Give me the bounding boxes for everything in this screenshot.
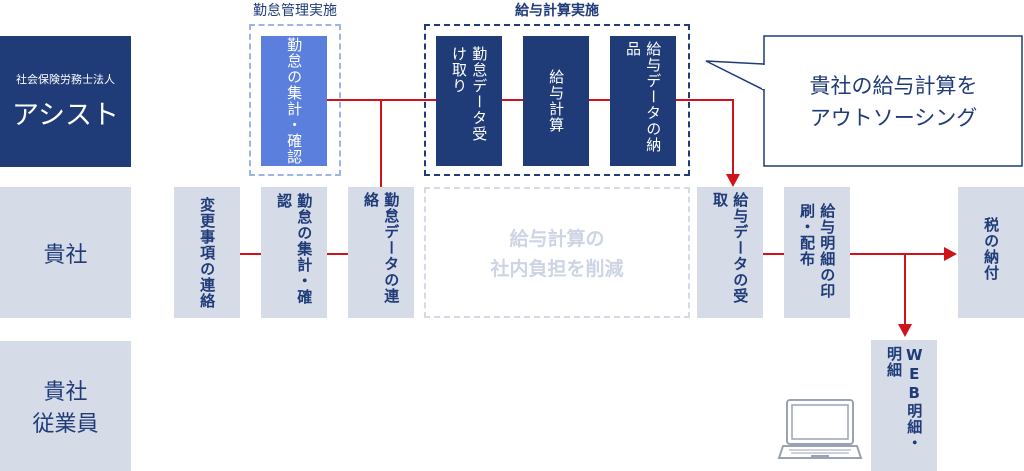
connector-check-to-send [326, 253, 349, 255]
reduced-burden-line1: 給与計算の [509, 228, 605, 250]
group-payroll-label: 給与計算実施 [515, 3, 599, 19]
callout-line2: アウトソーシング [809, 106, 978, 130]
lane-client: 貴社 [0, 187, 131, 318]
step-receive-payroll-label: 給与データの受取 [711, 191, 750, 304]
step-change-notice: 変更事項の連絡 [174, 187, 240, 318]
step-send-attendance: 勤怠データの連絡 [348, 187, 414, 318]
step-assist-attendance-check: 勤怠の集計・確認 [261, 36, 327, 166]
arrow-right-to-tax [944, 247, 957, 261]
arrow-down-to-web-slips [898, 324, 912, 337]
lane-assist: 社会保険労務士法人 アシスト [0, 36, 131, 167]
connector-print-to-tax [849, 253, 945, 255]
connector-receive-to-print [762, 253, 785, 255]
lane-employees-line2: 従業員 [32, 412, 99, 437]
step-receive-attendance-label: 勤怠データ受け取り [450, 46, 489, 142]
step-assist-attendance-check-label: 勤怠の集計・確認 [285, 37, 304, 165]
group-attendance-frame [249, 24, 341, 176]
step-change-notice-label: 変更事項の連絡 [198, 196, 217, 309]
lane-employees-line1: 貴社 [43, 380, 88, 405]
step-tax-payment: 税の納付 [958, 187, 1024, 318]
connector-change-to-check [239, 253, 262, 255]
arrow-down-to-receive [726, 174, 740, 187]
connector-deliver-down [732, 99, 734, 176]
step-receive-payroll: 給与データの受取 [697, 187, 763, 318]
step-deliver-payroll: 給与データの納品 [610, 36, 676, 166]
connector-to-send-attendance [380, 99, 382, 187]
step-send-attendance-label: 勤怠データの連絡 [362, 191, 401, 304]
callout-bubble [705, 35, 1023, 167]
step-web-slips-label: WEB明細・明細 [885, 345, 924, 451]
laptop-icon [777, 399, 863, 459]
step-print-slips-label: 給与明細の印刷・配布 [798, 202, 837, 299]
step-payroll-calc: 給与計算 [523, 36, 589, 166]
step-client-attendance-check: 勤怠の集計・確認 [261, 187, 327, 318]
step-receive-attendance: 勤怠データ受け取り [436, 36, 502, 166]
group-attendance-label: 勤怠管理実施 [253, 3, 337, 19]
group-payroll-frame [424, 24, 690, 176]
callout-line1: 貴社の給与計算を [809, 74, 978, 98]
step-web-slips: WEB明細・明細 [871, 340, 937, 471]
lane-employees: 貴社 従業員 [0, 341, 131, 471]
callout-text: 貴社の給与計算を アウトソーシング [765, 70, 1022, 134]
lane-assist-title: アシスト [12, 100, 119, 131]
step-print-slips: 給与明細の印刷・配布 [784, 187, 850, 318]
reduced-burden-frame [424, 187, 690, 318]
step-deliver-payroll-label: 給与データの納品 [624, 41, 663, 153]
reduced-burden-text: 給与計算の 社内負担を削減 [424, 224, 690, 284]
lane-assist-subtitle: 社会保険労務士法人 [16, 73, 115, 86]
step-client-attendance-check-label: 勤怠の集計・確認 [275, 192, 314, 305]
reduced-burden-line2: 社内負担を削減 [490, 258, 624, 280]
connector-to-web-slips [904, 253, 906, 325]
step-tax-payment-label: 税の納付 [982, 217, 1001, 281]
step-payroll-calc-label: 給与計算 [547, 69, 566, 133]
lane-client-title: 貴社 [43, 242, 88, 268]
